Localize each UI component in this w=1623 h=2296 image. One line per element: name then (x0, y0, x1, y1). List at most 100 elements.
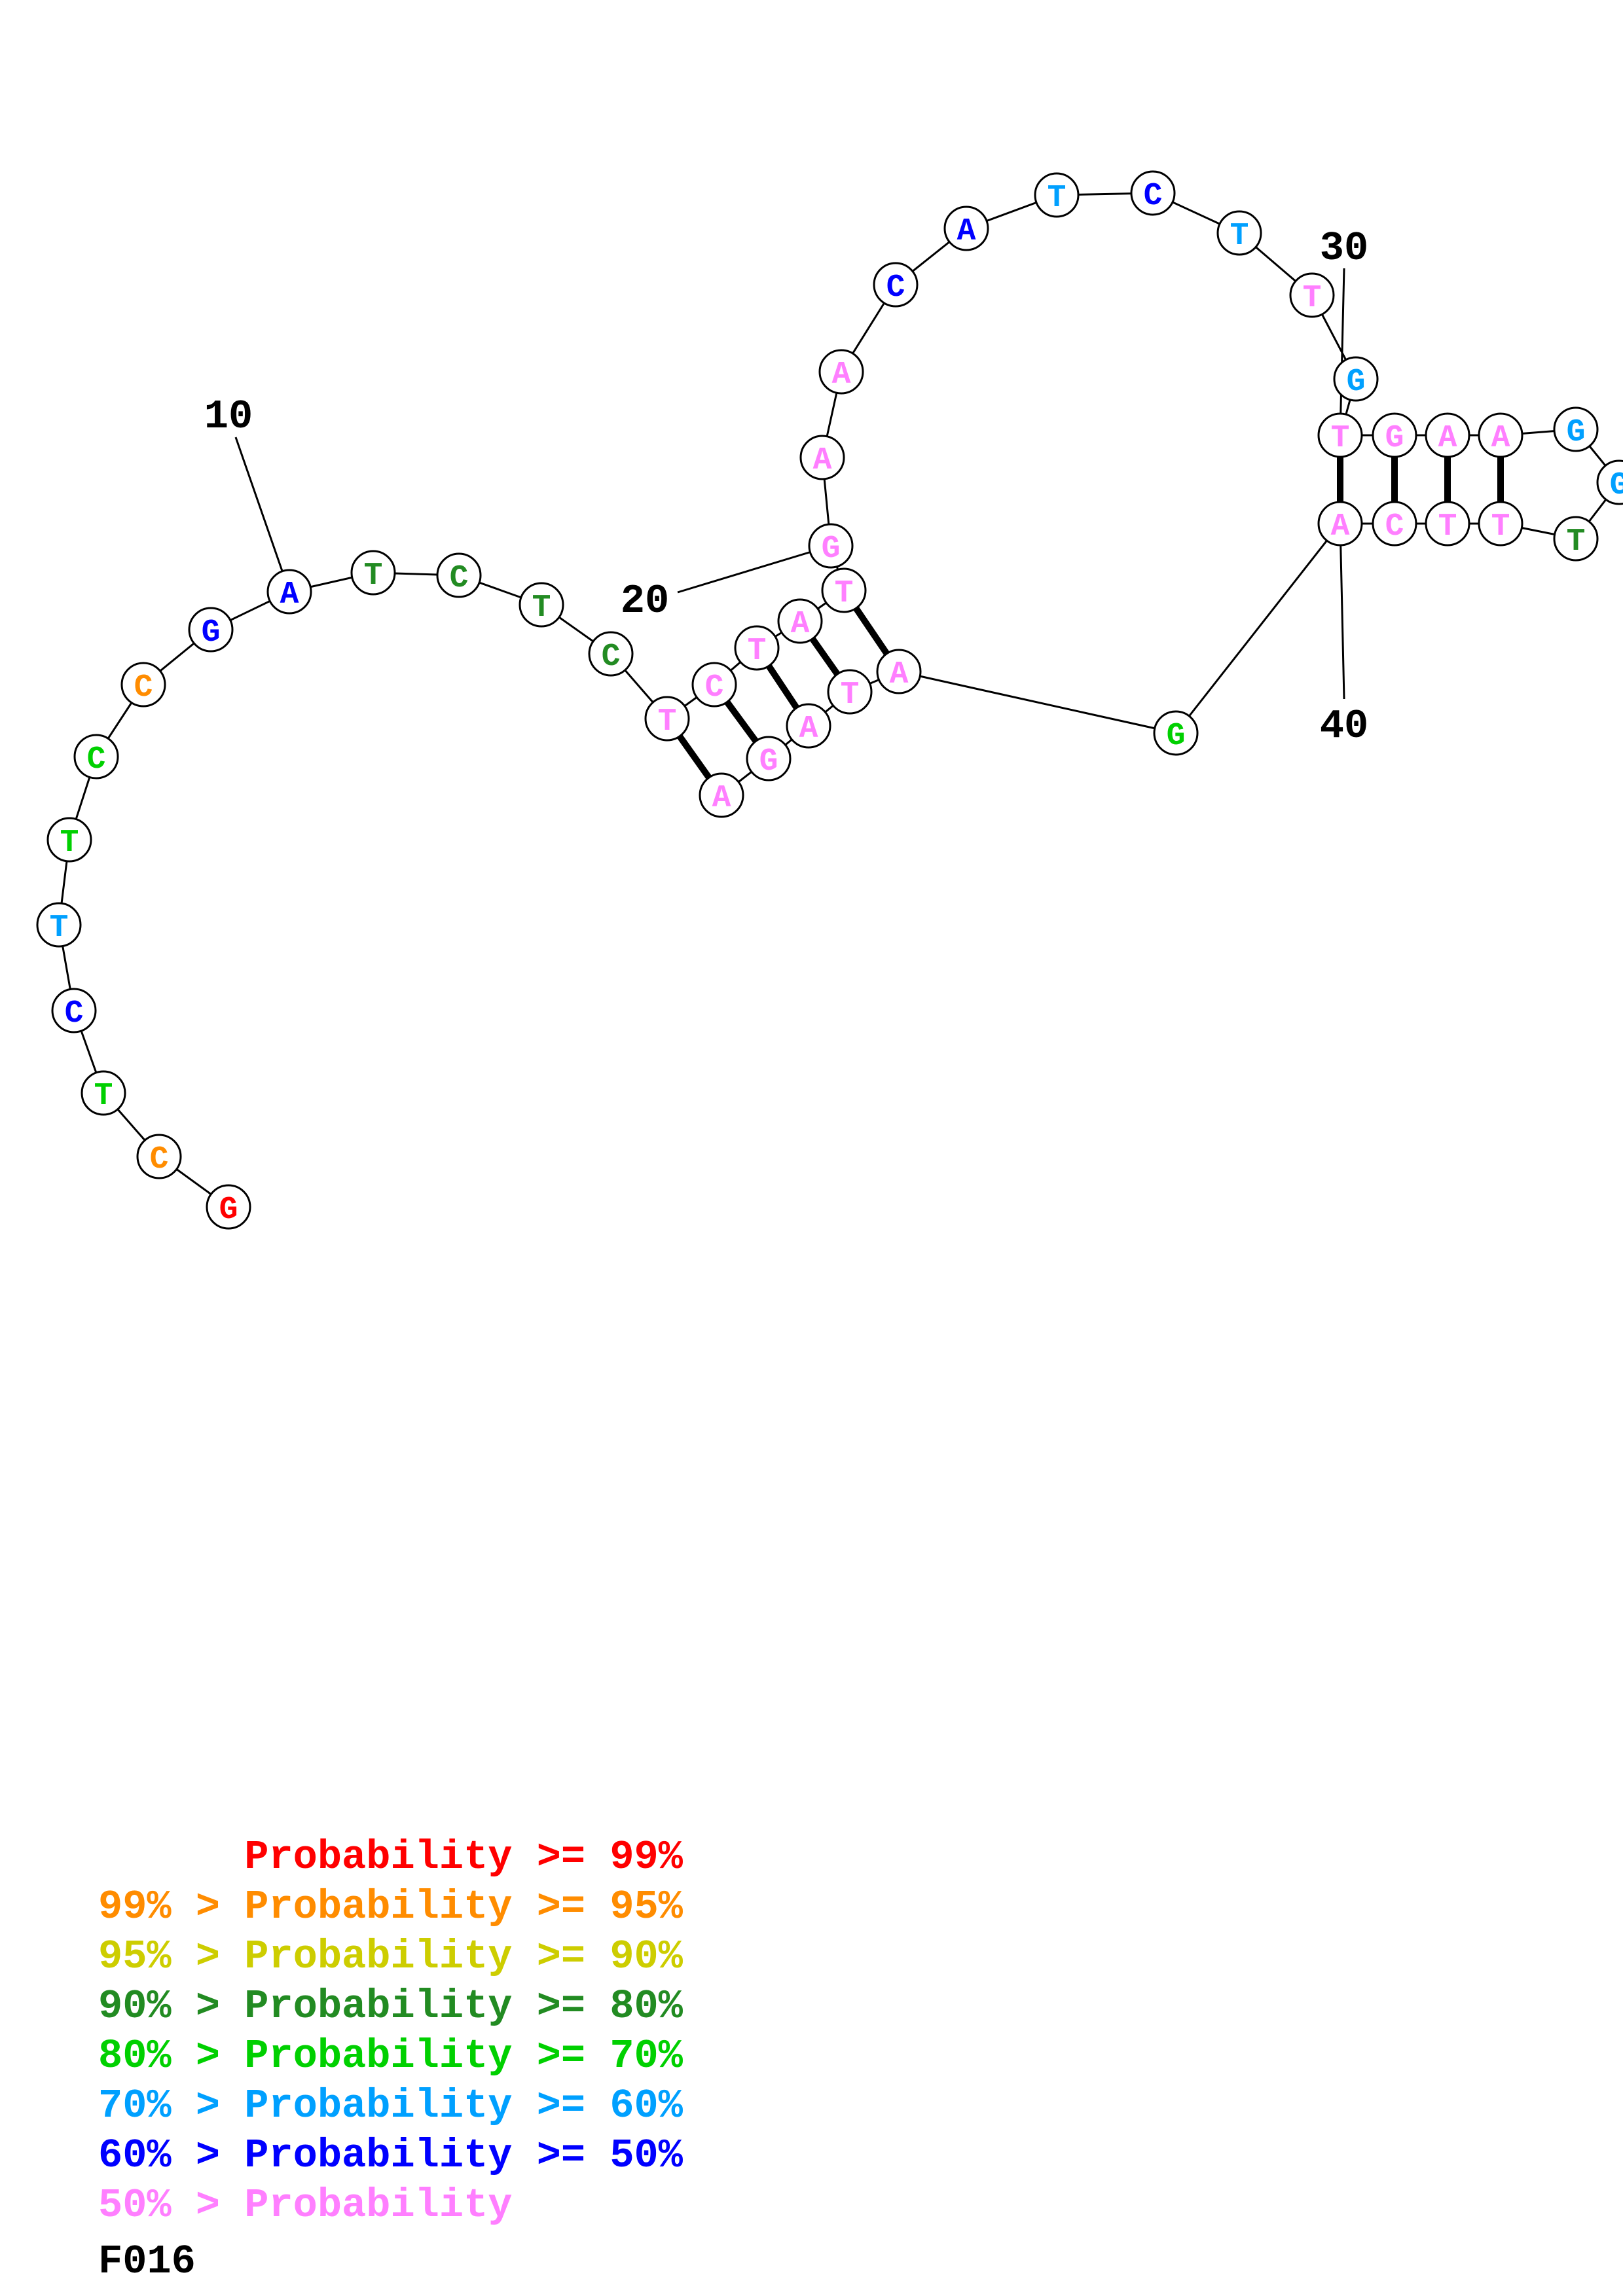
nucleotide-circle-28 (1289, 272, 1335, 318)
nucleotide-letter-18: A (791, 607, 810, 642)
nucleotide-letter-21: A (813, 443, 832, 478)
position-leader-line (1339, 268, 1345, 436)
nucleotide-circle-31 (1372, 412, 1417, 458)
position-leader-line (234, 437, 291, 592)
nucleotide-letter-5: T (50, 910, 69, 946)
nucleotide-letter-16: C (705, 670, 724, 706)
nucleotide-circle-13 (519, 582, 564, 628)
nucleotide-letter-38: T (1438, 509, 1457, 545)
nucleotide-circle-17 (734, 625, 780, 671)
nucleotide-letter-8: C (134, 670, 153, 706)
nucleotide-letter-17: T (748, 634, 767, 669)
structure-title: F016 (98, 2238, 196, 2285)
legend-row: 60% > Probability >= 50% (98, 2132, 683, 2179)
nucleotide-circle-15 (644, 696, 690, 742)
nucleotide-letter-28: T (1303, 281, 1322, 316)
nucleotide-letter-14: C (602, 639, 621, 675)
nucleotide-circle-6 (46, 817, 92, 863)
nucleotide-circle-25 (1034, 172, 1080, 218)
nucleotide-circle-21 (799, 435, 845, 480)
nucleotide-letter-4: C (65, 996, 84, 1031)
nucleotide-circle-3 (81, 1070, 126, 1116)
nucleotide-letter-10: A (280, 577, 299, 613)
nucleotide-circle-46 (699, 772, 744, 818)
nucleotide-circle-36 (1553, 516, 1599, 562)
nucleotide-circle-9 (188, 607, 234, 653)
nucleotide-letter-45: G (759, 744, 778, 780)
nucleotide-letter-33: A (1491, 421, 1510, 456)
nucleotide-circle-40 (1317, 501, 1363, 547)
probability-legend: Probability >= 99%99% > Probability >= 9… (98, 1833, 683, 2231)
nucleotide-letter-15: T (658, 704, 677, 740)
nucleotide-letter-29: G (1347, 365, 1366, 400)
nucleotide-letter-27: T (1230, 219, 1249, 254)
position-label-30: 30 (1320, 225, 1368, 272)
nucleotide-letter-44: A (799, 711, 818, 747)
nucleotide-circle-30 (1317, 412, 1363, 458)
nucleotide-circle-42 (876, 649, 922, 694)
nucleotide-circle-41 (1153, 710, 1199, 756)
nucleotide-letter-43: T (841, 677, 860, 713)
nucleotide-letter-19: T (835, 576, 854, 611)
position-leader-line (677, 545, 831, 594)
nucleotide-letter-2: C (150, 1142, 169, 1177)
position-label-40: 40 (1320, 703, 1368, 749)
nucleotide-letter-39: C (1385, 509, 1404, 545)
nucleotide-circle-16 (691, 662, 737, 708)
backbone-segment (1175, 523, 1341, 734)
nucleotide-letter-12: C (450, 561, 469, 596)
legend-row: 99% > Probability >= 95% (98, 1884, 683, 1930)
legend-row: 50% > Probability (98, 2182, 513, 2229)
nucleotide-letter-31: G (1385, 421, 1404, 456)
nucleotide-letter-42: A (890, 657, 909, 692)
legend-row: 80% > Probability >= 70% (98, 2033, 683, 2079)
nucleotide-letter-25: T (1048, 181, 1067, 216)
nucleotide-letter-20: G (822, 531, 841, 567)
nucleotide-circle-45 (746, 736, 792, 781)
nucleotide-circle-37 (1478, 501, 1523, 547)
nucleotide-circle-10 (266, 569, 312, 615)
nucleotide-letter-30: T (1331, 421, 1350, 456)
nucleotide-letter-24: A (957, 214, 976, 249)
nucleotide-circle-22 (818, 349, 864, 395)
nucleotide-circle-44 (786, 703, 831, 749)
nucleotide-circle-19 (821, 567, 867, 613)
backbone-segment (898, 670, 1176, 734)
nucleotide-letter-7: C (87, 742, 106, 778)
legend-row: 95% > Probability >= 90% (98, 1933, 683, 1980)
nucleotide-letter-46: A (712, 781, 731, 816)
nucleotide-circle-8 (120, 662, 166, 708)
nucleotide-circle-23 (873, 262, 919, 308)
nucleotide-circle-39 (1372, 501, 1417, 547)
nucleotide-circle-24 (943, 206, 989, 251)
nucleotide-circle-32 (1425, 412, 1470, 458)
nucleotide-circle-18 (777, 598, 823, 644)
position-leader-line (1339, 523, 1345, 700)
nucleotide-circle-4 (51, 988, 97, 1033)
nucleotide-letter-23: C (886, 270, 905, 306)
position-label-20: 20 (621, 578, 669, 624)
nucleotide-letter-37: T (1491, 509, 1510, 545)
nucleotide-circle-29 (1333, 356, 1379, 402)
nucleotide-circle-11 (350, 550, 396, 596)
nucleotide-letter-1: G (219, 1193, 238, 1228)
nucleotide-circle-35 (1596, 459, 1623, 505)
nucleotide-letter-26: C (1144, 179, 1163, 214)
nucleotide-circle-43 (827, 669, 873, 715)
nucleotide-letter-13: T (532, 590, 551, 626)
nucleotide-letter-34: G (1567, 415, 1586, 450)
nucleotide-letter-11: T (364, 558, 383, 594)
legend-row: 90% > Probability >= 80% (98, 1983, 683, 2030)
nucleotide-letter-36: T (1567, 524, 1586, 560)
legend-row: 70% > Probability >= 60% (98, 2083, 683, 2129)
nucleotide-letter-22: A (832, 357, 851, 393)
nucleotide-circle-26 (1130, 170, 1176, 216)
nucleotide-circle-38 (1425, 501, 1470, 547)
nucleotide-circle-12 (436, 552, 482, 598)
nucleotide-circle-27 (1216, 210, 1262, 256)
nucleotide-circle-14 (588, 631, 634, 677)
nucleotide-circle-20 (808, 523, 854, 569)
nucleotide-circle-33 (1478, 412, 1523, 458)
nucleotide-circle-34 (1553, 406, 1599, 452)
